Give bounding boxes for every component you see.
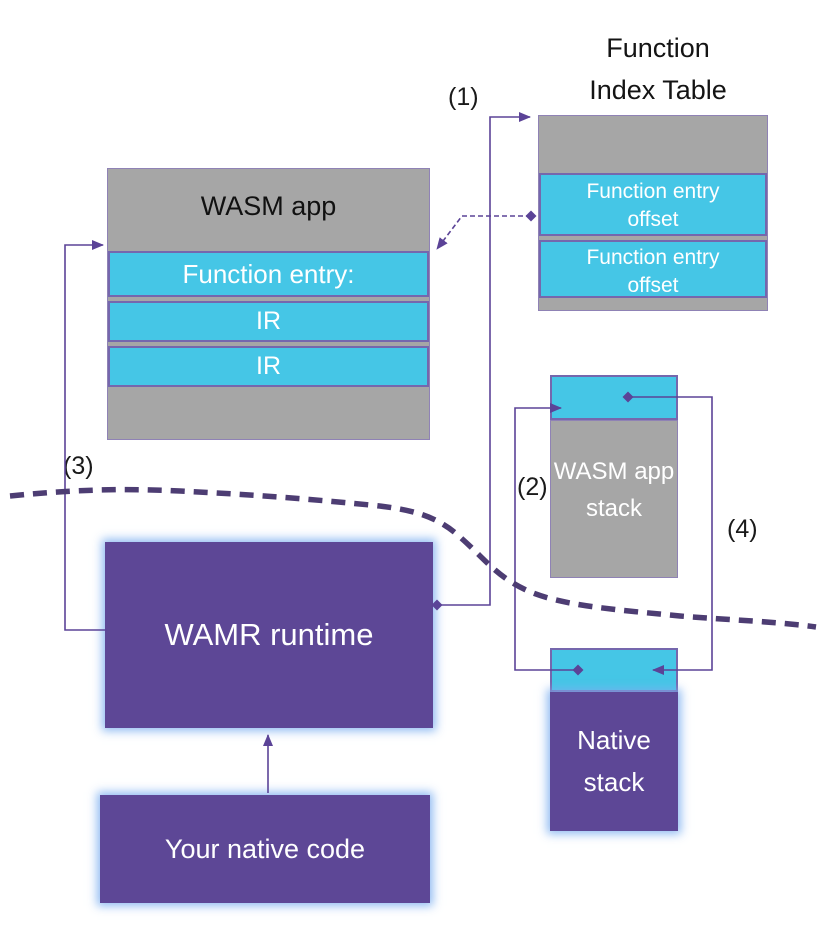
native-stack-box: Native stack bbox=[550, 648, 678, 831]
function-entry-offset-row-2: Function entry offset bbox=[539, 240, 767, 298]
function-index-table-box: Function entry offset Function entry off… bbox=[538, 115, 768, 311]
step-label-1: (1) bbox=[448, 83, 479, 111]
arrow-wamr-to-wasm-app bbox=[64, 240, 107, 631]
wasm-app-function-entry-row: Function entry: bbox=[108, 251, 429, 297]
function-entry-offset-text-1: Function entry offset bbox=[586, 180, 720, 232]
native-stack-top-bar bbox=[550, 648, 678, 692]
arrow-wamr-to-index-table bbox=[431, 112, 531, 611]
wamr-runtime-box: WAMR runtime bbox=[105, 542, 433, 728]
wasm-app-stack-box: WASM app stack bbox=[550, 375, 678, 578]
wasm-app-ir-row-2: IR bbox=[108, 346, 429, 387]
function-entry-offset-text-2: Function entry offset bbox=[586, 246, 720, 298]
your-native-code-box: Your native code bbox=[100, 795, 430, 903]
wasm-app-stack-label: WASM app stack bbox=[550, 420, 678, 578]
step-label-2: (2) bbox=[517, 473, 548, 501]
wasm-app-stack-top-bar bbox=[550, 375, 678, 420]
function-entry-offset-row-1: Function entry offset bbox=[539, 173, 767, 236]
arrow-offset-to-function-entry bbox=[436, 210, 537, 250]
native-stack-label: Native stack bbox=[550, 692, 678, 831]
step-label-3: (3) bbox=[63, 452, 94, 480]
function-index-table-title: Function Index Table bbox=[589, 33, 727, 105]
wasm-app-box: WASM app Function entry: IR IR bbox=[107, 168, 430, 440]
wasm-app-ir-row-1: IR bbox=[108, 301, 429, 342]
wasm-app-title: WASM app bbox=[200, 191, 337, 221]
step-label-4: (4) bbox=[727, 515, 758, 543]
